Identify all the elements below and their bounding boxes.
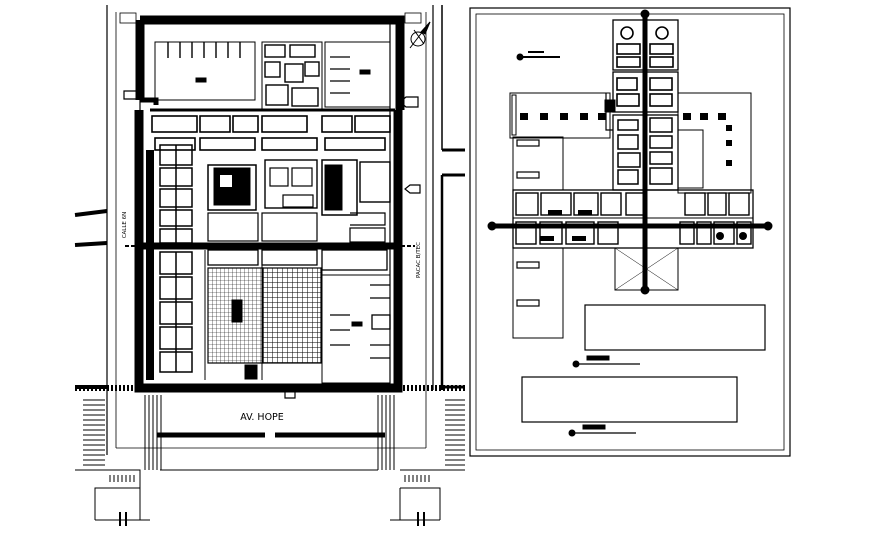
crosswalk-stripes (83, 395, 465, 482)
scale-marker-1 (572, 355, 640, 368)
north-arrow-icon (409, 21, 431, 49)
scale-marker-2 (568, 424, 636, 437)
street-label-left: CALLE 6N (122, 212, 128, 239)
street-label-right: PACAC B/TEC (416, 242, 422, 278)
street-label-bottom: AV. HOPE (240, 412, 284, 423)
site-plan (74, 5, 465, 526)
title-marker (516, 51, 560, 61)
floor-plan-sheet (469, 7, 791, 457)
